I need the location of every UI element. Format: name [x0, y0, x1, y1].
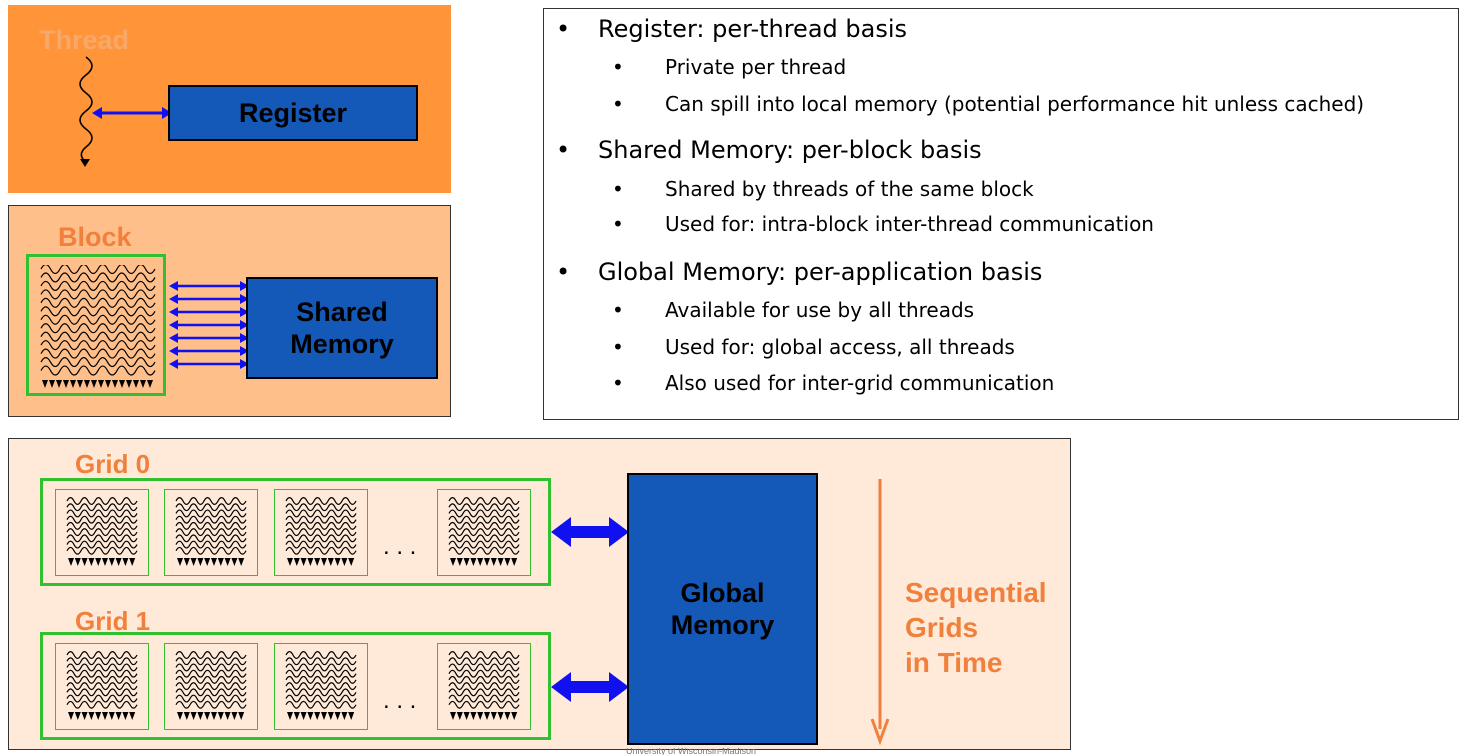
- sub-bullet-text: Can spill into local memory (potential p…: [665, 92, 1365, 116]
- sequential-line3: in Time: [905, 647, 1003, 678]
- sequential-line1: Sequential: [905, 577, 1047, 608]
- sequential-line2: Grids: [905, 612, 979, 643]
- sub-bullet-dot: •: [612, 177, 624, 201]
- block-threads-icon: [66, 497, 138, 566]
- grid-block: [437, 643, 531, 730]
- grid-block: [437, 489, 531, 576]
- grid-panel: Grid 0 . . . Grid 1 . . . Global Memory …: [8, 438, 1071, 750]
- sub-bullet-text: Used for: global access, all threads: [665, 335, 1015, 359]
- grid-block: [164, 489, 258, 576]
- bullet-dot: •: [556, 136, 571, 164]
- thread-squiggle-icon: [79, 56, 93, 167]
- block-panel: Block Shared Memory: [8, 205, 451, 417]
- grid1-label: Grid 1: [75, 606, 151, 636]
- grid-block: [164, 643, 258, 730]
- block-title: Block: [58, 222, 132, 252]
- ellipsis: . . .: [383, 687, 417, 714]
- global-label-line1: Global: [680, 577, 765, 608]
- grid-block: [55, 643, 149, 730]
- time-arrow: [870, 479, 890, 745]
- sub-bullet-dot: •: [612, 298, 624, 322]
- grid0-group: . . .: [40, 478, 551, 586]
- grid1-global-arrow: [551, 672, 629, 702]
- thread-panel: Thread Register: [8, 5, 451, 193]
- block-threads-icon: [175, 651, 247, 720]
- grid1-group: . . .: [40, 632, 551, 740]
- bullet-text: Register: per-thread basis: [598, 15, 908, 43]
- bullet-dot: •: [556, 258, 571, 286]
- bullet-text: Global Memory: per-application basis: [598, 258, 1043, 286]
- block-threads-icon: [175, 497, 247, 566]
- block-thread-group: [26, 254, 166, 396]
- global-memory-box: Global Memory: [627, 473, 818, 745]
- sub-bullet-dot: •: [612, 371, 624, 395]
- grid0-label: Grid 0: [75, 449, 151, 479]
- sub-bullet-dot: •: [612, 55, 624, 79]
- register-arrow: [92, 107, 172, 119]
- block-threads-icon: [66, 651, 138, 720]
- register-box: Register: [168, 85, 418, 141]
- sub-bullet-text: Shared by threads of the same block: [665, 177, 1034, 201]
- shared-memory-arrows: [169, 281, 249, 369]
- grid0-global-arrow: [551, 517, 629, 547]
- sub-bullet-dot: •: [612, 212, 624, 236]
- grid-block: [274, 643, 368, 730]
- bullet-dot: •: [556, 15, 571, 43]
- shared-label-line2: Memory: [290, 329, 394, 359]
- block-threads-icon: [40, 265, 156, 388]
- sub-bullet-dot: •: [612, 92, 624, 116]
- shared-memory-box: Shared Memory: [246, 277, 438, 379]
- block-threads-icon: [448, 651, 520, 720]
- sub-bullet-dot: •: [612, 335, 624, 359]
- bullet-text: Shared Memory: per-block basis: [598, 136, 982, 164]
- global-label-line2: Memory: [670, 610, 775, 640]
- block-threads-icon: [285, 497, 357, 566]
- sub-bullet-text: Used for: intra-block inter-thread commu…: [665, 212, 1154, 236]
- sequential-label: Sequential Grids in Time: [905, 575, 1047, 680]
- block-threads-icon: [448, 497, 520, 566]
- block-threads-icon: [285, 651, 357, 720]
- sub-bullet-text: Also used for inter-grid communication: [665, 371, 1055, 395]
- bullet-list-panel: • Register: per-thread basis • Private p…: [543, 8, 1459, 420]
- sub-bullet-text: Private per thread: [665, 55, 847, 79]
- grid-block: [55, 489, 149, 576]
- sub-bullet-text: Available for use by all threads: [665, 298, 975, 322]
- grid-block: [274, 489, 368, 576]
- register-label: Register: [238, 97, 348, 128]
- footer-text: University of Wisconsin-Madison: [626, 748, 757, 755]
- thread-title: Thread: [39, 25, 130, 55]
- shared-label-line1: Shared: [296, 296, 388, 327]
- ellipsis: . . .: [383, 533, 417, 560]
